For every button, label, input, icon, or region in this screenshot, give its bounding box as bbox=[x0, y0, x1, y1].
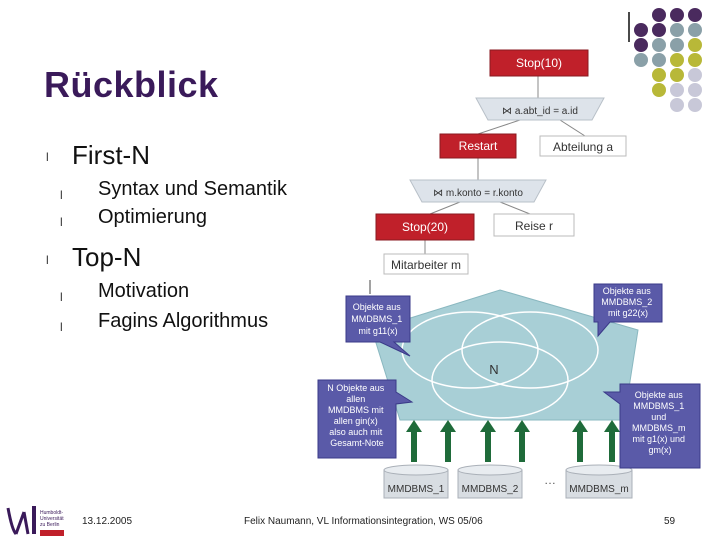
svg-text:Objekte aus MMDBMS_1: Objekte aus MMDBMS_1 mit g11(x) bbox=[351, 302, 405, 336]
decorative-dot bbox=[670, 98, 684, 112]
n-label: N bbox=[489, 362, 498, 377]
callout-right: Objekte aus MMDBMS_1 und MMDBMS_m mit g1… bbox=[602, 383, 701, 469]
decorative-dot bbox=[688, 68, 702, 82]
decorative-dot bbox=[688, 8, 702, 22]
join2-label: ⋈ m.konto = r.konto bbox=[433, 188, 523, 199]
abteilung-label: Abteilung a bbox=[553, 140, 613, 154]
decorative-dot bbox=[652, 8, 666, 22]
sub-bullet-fagin: Fagins Algorithmus bbox=[98, 310, 269, 332]
tree-edge bbox=[559, 119, 586, 137]
decorative-dot bbox=[652, 38, 666, 52]
set-ellipse bbox=[461, 311, 599, 389]
decorative-dot bbox=[670, 53, 684, 67]
arrow-head bbox=[406, 420, 422, 432]
join2-operator bbox=[409, 179, 547, 203]
join-operator bbox=[475, 97, 605, 121]
decorative-dot bbox=[688, 38, 702, 52]
decorative-dots bbox=[634, 8, 716, 118]
svg-text:Universität: Universität bbox=[40, 516, 64, 522]
hu-logo: Humboldt- Universität zu Berlin bbox=[2, 500, 68, 540]
svg-text:Humboldt-: Humboldt- bbox=[40, 510, 63, 516]
arrow-head bbox=[480, 420, 496, 432]
stop10-label: Stop(10) bbox=[516, 56, 562, 70]
svg-text:Objekte aus MMDBMS_1: Objekte aus MMDBMS_1 und MMDBMS_m mit g1… bbox=[632, 390, 688, 455]
arrow-head bbox=[440, 420, 456, 432]
svg-text:N Objekte aus allen: N Objekte aus allen MMDBMS mit allen gin… bbox=[327, 383, 387, 448]
footer-page-number: 59 bbox=[664, 516, 676, 527]
tree-edge bbox=[429, 201, 461, 215]
decorative-dot bbox=[634, 53, 648, 67]
bullet-marker: l bbox=[46, 150, 49, 164]
decorative-dot bbox=[652, 23, 666, 37]
restart-box bbox=[439, 133, 517, 159]
stop20-box bbox=[375, 213, 475, 241]
header-divider bbox=[628, 12, 630, 42]
decorative-dot bbox=[670, 38, 684, 52]
decorative-dot bbox=[688, 23, 702, 37]
decorative-dot bbox=[652, 83, 666, 97]
decorative-dot bbox=[670, 68, 684, 82]
sub-bullet-syntax: Syntax und Semantik bbox=[98, 178, 287, 200]
bullet-marker: l bbox=[46, 253, 49, 267]
decorative-dot bbox=[688, 83, 702, 97]
bullet-first-n: First-N bbox=[72, 140, 150, 170]
stop10-box bbox=[489, 49, 589, 77]
reise-box bbox=[493, 213, 575, 237]
query-plan-tree: Stop(10) ⋈ a.abt_id = a.id Restart Abtei… bbox=[369, 49, 627, 294]
decorative-dot bbox=[634, 23, 648, 37]
db2-label: MMDBMS_2 bbox=[462, 484, 519, 495]
arrow-head bbox=[572, 420, 588, 432]
arrow-head bbox=[514, 420, 530, 432]
reise-label: Reise r bbox=[515, 219, 553, 233]
decorative-dot bbox=[634, 38, 648, 52]
tree-edge bbox=[477, 119, 521, 135]
callout-n-objects: N Objekte aus allen MMDBMS mit allen gin… bbox=[317, 379, 414, 459]
svg-text:Objekte aus MMDBMS_2: Objekte aus MMDBMS_2 mit g22(x) bbox=[601, 286, 655, 318]
callout-g22: Objekte aus MMDBMS_2 mit g22(x) bbox=[593, 283, 663, 338]
db-cylinder-2: MMDBMS_2 bbox=[457, 464, 523, 499]
mitarbeiter-label: Mitarbeiter m bbox=[391, 258, 461, 272]
db-cylinder-m: MMDBMS_m bbox=[565, 464, 633, 499]
sub-bullet-optimierung: Optimierung bbox=[98, 206, 207, 228]
db-cylinder-1: MMDBMS_1 bbox=[383, 464, 449, 499]
decorative-dot bbox=[688, 53, 702, 67]
db1-label: MMDBMS_1 bbox=[388, 484, 445, 495]
decorative-dot bbox=[670, 8, 684, 22]
dbm-label: MMDBMS_m bbox=[569, 484, 628, 495]
bullet-marker: l bbox=[60, 188, 63, 202]
fagin-diagram: N MMDBMS_1 MMDBMS_2 … MMDBMS_m bbox=[317, 283, 701, 499]
decorative-dot bbox=[688, 98, 702, 112]
join-label: ⋈ a.abt_id = a.id bbox=[502, 106, 578, 117]
bullet-marker: l bbox=[60, 215, 63, 229]
stop20-label: Stop(20) bbox=[402, 220, 448, 234]
restart-label: Restart bbox=[459, 139, 498, 153]
sub-bullet-motivation: Motivation bbox=[98, 280, 190, 302]
decorative-dot bbox=[652, 53, 666, 67]
decorative-dot bbox=[670, 23, 684, 37]
arrow-head bbox=[604, 420, 620, 432]
decorative-dot bbox=[652, 68, 666, 82]
bullet-marker: l bbox=[60, 320, 63, 334]
decorative-dot bbox=[670, 83, 684, 97]
set-ellipse bbox=[431, 341, 569, 419]
db-ellipsis: … bbox=[544, 473, 556, 487]
slide-title: Rückblick bbox=[44, 64, 219, 105]
svg-text:zu Berlin: zu Berlin bbox=[40, 522, 60, 528]
footer-date: 13.12.2005 bbox=[82, 516, 133, 527]
footer-author: Felix Naumann, VL Informationsintegratio… bbox=[244, 516, 483, 527]
bullet-top-n: Top-N bbox=[72, 242, 142, 272]
mitarbeiter-box bbox=[383, 253, 469, 275]
callout-g11: Objekte aus MMDBMS_1 mit g11(x) bbox=[345, 295, 411, 357]
abteilung-box bbox=[539, 135, 627, 157]
tree-edge bbox=[499, 201, 531, 215]
bullet-marker: l bbox=[60, 290, 63, 304]
